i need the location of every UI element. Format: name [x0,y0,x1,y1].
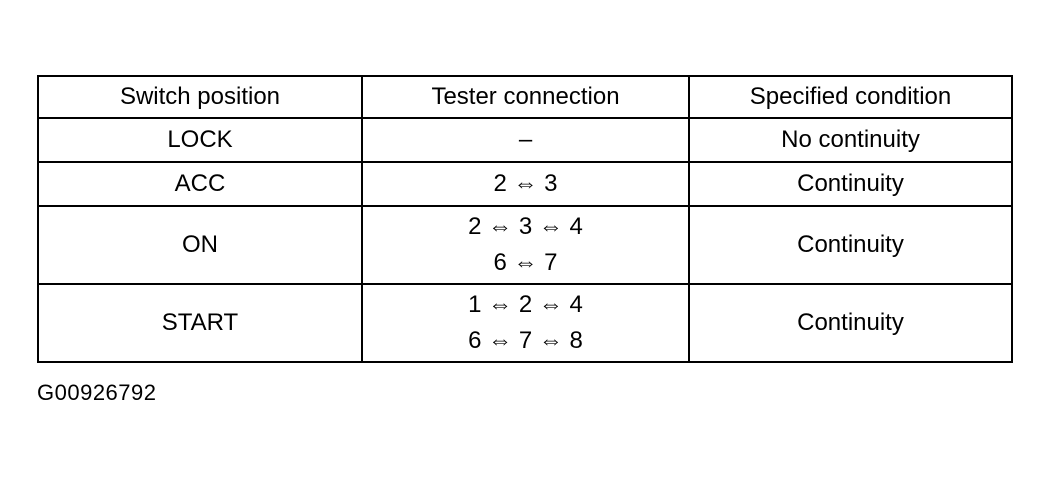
table-row: START 1 ⇔ 2 ⇔ 4 6 ⇔ 7 ⇔ 8 Continuity [37,283,1013,363]
specified-condition-cell: No continuity [688,117,1013,163]
table-row: LOCK – No continuity [37,117,1013,163]
tester-connection-cell: 2 ⇔ 3 ⇔ 4 6 ⇔ 7 [361,205,690,285]
table-body: LOCK – No continuity ACC 2 ⇔ 3 Continuit… [37,117,1013,363]
header-specified-condition: Specified condition [688,75,1013,119]
switch-continuity-table: Switch position Tester connection Specif… [37,75,1013,363]
table-header: Switch position Tester connection Specif… [37,75,1013,119]
switch-position-cell: ON [37,205,363,285]
specified-condition-cell: Continuity [688,283,1013,363]
specified-condition-cell: Continuity [688,161,1013,207]
connection-line: 6 ⇔ 7 [493,249,558,276]
connection-line: 6 ⇔ 7 ⇔ 8 [468,327,583,354]
specified-condition-cell: Continuity [688,205,1013,285]
switch-position-cell: ACC [37,161,363,207]
tester-connection-cell: 2 ⇔ 3 [361,161,690,207]
header-switch-position: Switch position [37,75,363,119]
table-row: ON 2 ⇔ 3 ⇔ 4 6 ⇔ 7 Continuity [37,205,1013,285]
header-row: Switch position Tester connection Specif… [37,75,1013,119]
connection-line: – [518,126,533,153]
connection-line: 2 ⇔ 3 [493,170,558,197]
switch-position-cell: LOCK [37,117,363,163]
switch-position-cell: START [37,283,363,363]
connection-line: 2 ⇔ 3 ⇔ 4 [468,213,583,240]
table-row: ACC 2 ⇔ 3 Continuity [37,161,1013,207]
connection-line: 1 ⇔ 2 ⇔ 4 [468,291,583,318]
figure-id-label: G00926792 [37,380,157,405]
tester-connection-cell: 1 ⇔ 2 ⇔ 4 6 ⇔ 7 ⇔ 8 [361,283,690,363]
header-tester-connection: Tester connection [361,75,690,119]
tester-connection-cell: – [361,117,690,163]
